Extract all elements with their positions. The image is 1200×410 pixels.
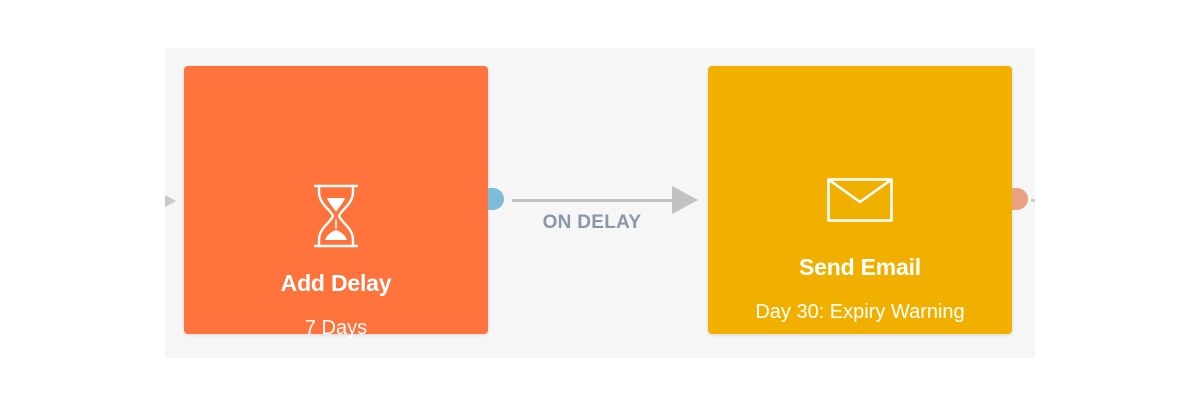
incoming-connector-arrow xyxy=(165,195,176,207)
connector-line[interactable] xyxy=(512,199,678,202)
connector-arrowhead xyxy=(672,186,698,214)
hourglass-icon xyxy=(184,184,488,248)
delay-output-port[interactable] xyxy=(488,188,504,210)
email-output-port[interactable] xyxy=(1012,188,1028,210)
node-subtitle: 7 Days xyxy=(304,317,368,339)
node-subtitle: Day 30: Expiry Warning xyxy=(755,301,965,323)
envelope-icon xyxy=(708,178,1012,222)
connector-label: ON DELAY xyxy=(542,212,642,233)
node-title: Add Delay xyxy=(280,270,392,296)
send-email-node[interactable]: Send Email Day 30: Expiry Warning xyxy=(708,66,1012,334)
node-title: Send Email xyxy=(799,254,921,280)
outgoing-connector-stub xyxy=(1031,199,1035,202)
add-delay-node[interactable]: Add Delay 7 Days xyxy=(184,66,488,339)
